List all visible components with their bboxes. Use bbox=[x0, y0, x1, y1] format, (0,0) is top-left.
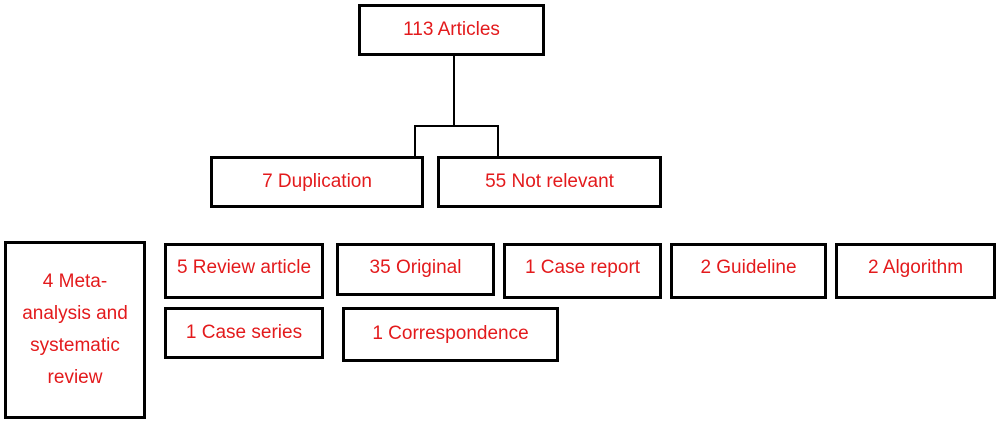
node-not-relevant: 55 Not relevant bbox=[437, 156, 662, 208]
node-review-article: 5 Review article bbox=[164, 243, 324, 299]
connector-right-drop bbox=[497, 125, 499, 157]
node-meta-analysis: 4 Meta-analysis and systematic review bbox=[4, 241, 146, 419]
connector-horizontal bbox=[414, 125, 499, 127]
connector-left-drop bbox=[414, 125, 416, 157]
node-total-articles: 113 Articles bbox=[358, 4, 545, 56]
node-algorithm: 2 Algorithm bbox=[835, 243, 996, 299]
node-guideline: 2 Guideline bbox=[670, 243, 827, 299]
node-correspondence: 1 Correspondence bbox=[342, 307, 559, 362]
node-original: 35 Original bbox=[336, 243, 495, 296]
node-duplication: 7 Duplication bbox=[210, 156, 424, 208]
node-case-report: 1 Case report bbox=[503, 243, 662, 299]
node-case-series: 1 Case series bbox=[164, 307, 324, 359]
connector-root-down bbox=[453, 56, 455, 126]
